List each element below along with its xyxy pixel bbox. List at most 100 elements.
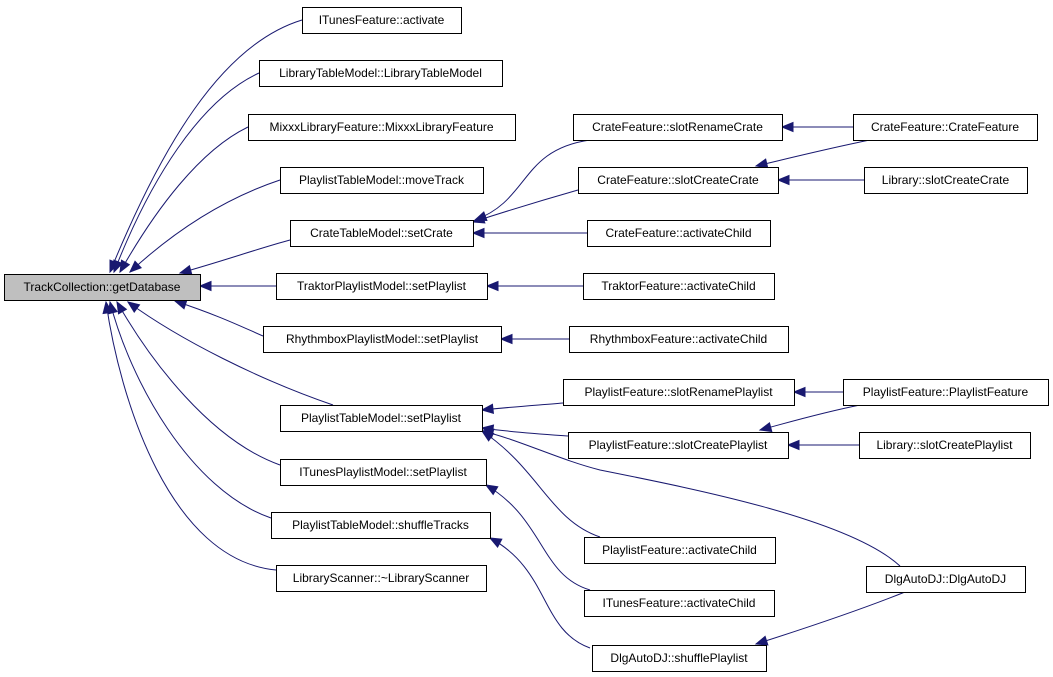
node-label: PlaylistTableModel::moveTrack — [299, 173, 465, 187]
node-box — [276, 273, 488, 300]
node-label: PlaylistFeature::slotRenamePlaylist — [584, 385, 773, 399]
node-ltmCtor[interactable]: LibraryTableModel::LibraryTableModel — [259, 60, 503, 87]
arrowhead-pfCtor-to-pfCreate — [758, 421, 773, 433]
node-box — [578, 167, 779, 194]
node-box — [263, 326, 502, 353]
node-djCtor[interactable]: DlgAutoDJ::DlgAutoDJ — [866, 566, 1026, 593]
node-box — [569, 326, 789, 353]
node-label: LibraryTableModel::LibraryTableModel — [279, 66, 482, 80]
arrowhead-ptmSetPlaylist-to-getDatabase — [126, 301, 141, 314]
node-tpmSetPlaylist[interactable]: TraktorPlaylistModel::setPlaylist — [276, 273, 488, 300]
edge-cfCtor-to-cfCreate — [755, 139, 871, 167]
node-label: CrateFeature::slotRenameCrate — [592, 120, 763, 134]
edge-ifActivateChild-to-ipmSetPlaylist — [485, 484, 591, 591]
node-box — [864, 167, 1028, 194]
node-label: PlaylistFeature::slotCreatePlaylist — [589, 438, 768, 452]
arrowhead-cfCreate-to-ctmSetCrate — [471, 213, 486, 224]
node-ifActivateChild[interactable]: ITunesFeature::activateChild — [584, 590, 775, 617]
edge-ctmSetCrate-to-getDatabase — [179, 239, 291, 274]
node-label: TraktorPlaylistModel::setPlaylist — [297, 279, 467, 293]
node-label: PlaylistTableModel::setPlaylist — [301, 411, 462, 425]
node-label: ITunesFeature::activate — [319, 13, 445, 27]
node-box — [583, 273, 775, 300]
node-itunesActivate[interactable]: ITunesFeature::activate — [302, 7, 462, 34]
node-box — [248, 114, 516, 141]
arrowhead-cfActivateChild-to-ctmSetCrate — [471, 227, 485, 239]
arrowhead-mixxxCtor-to-getDatabase — [119, 259, 131, 274]
node-label: TraktorFeature::activateChild — [601, 279, 755, 293]
node-box — [280, 405, 483, 432]
node-pfRename[interactable]: PlaylistFeature::slotRenamePlaylist — [563, 379, 795, 406]
node-label: RhythmboxPlaylistModel::setPlaylist — [286, 332, 479, 346]
node-label: LibraryScanner::~LibraryScanner — [293, 571, 469, 585]
node-cfRename[interactable]: CrateFeature::slotRenameCrate — [573, 114, 783, 141]
node-box — [302, 7, 462, 34]
edge-mixxxCtor-to-getDatabase — [119, 126, 249, 273]
node-ctmSetCrate[interactable]: CrateTableModel::setCrate — [290, 220, 474, 247]
edges-layer — [102, 19, 906, 649]
node-label: MixxxLibraryFeature::MixxxLibraryFeature — [269, 120, 493, 134]
node-scannerDtor[interactable]: LibraryScanner::~LibraryScanner — [276, 565, 487, 592]
node-djShuffle[interactable]: DlgAutoDJ::shufflePlaylist — [592, 645, 767, 672]
node-label: Library::slotCreateCrate — [882, 173, 1010, 187]
nodes-layer: TrackCollection::getDatabaseITunesFeatur… — [4, 7, 1049, 672]
node-getDatabase[interactable]: TrackCollection::getDatabase — [4, 274, 201, 301]
arrowhead-pfCtor-to-pfRename — [792, 386, 806, 398]
node-ptmMoveTrack[interactable]: PlaylistTableModel::moveTrack — [280, 167, 484, 194]
edge-djCtor-to-ptmSetPlaylist — [481, 430, 901, 567]
node-ptmSetPlaylist[interactable]: PlaylistTableModel::setPlaylist — [280, 405, 483, 432]
node-label: ITunesFeature::activateChild — [603, 596, 756, 610]
node-mixxxCtor[interactable]: MixxxLibraryFeature::MixxxLibraryFeature — [248, 114, 516, 141]
node-pfCreate[interactable]: PlaylistFeature::slotCreatePlaylist — [568, 432, 789, 459]
node-box — [290, 220, 474, 247]
arrowhead-djShuffle-to-ptmShuffle — [488, 537, 503, 549]
node-pfCtor[interactable]: PlaylistFeature::PlaylistFeature — [843, 379, 1049, 406]
node-libCreatePlaylist[interactable]: Library::slotCreatePlaylist — [859, 432, 1031, 459]
arrowhead-libCreatePlaylist-to-pfCreate — [786, 439, 800, 451]
edge-pfCtor-to-pfCreate — [759, 404, 861, 431]
arrowhead-ctmSetCrate-to-getDatabase — [178, 264, 193, 276]
node-label: PlaylistFeature::PlaylistFeature — [863, 385, 1029, 399]
node-box — [853, 114, 1038, 141]
edge-rpmSetPlaylist-to-getDatabase — [174, 300, 264, 337]
node-rfActivateChild[interactable]: RhythmboxFeature::activateChild — [569, 326, 789, 353]
node-label: DlgAutoDJ::shufflePlaylist — [610, 651, 748, 665]
node-label: CrateTableModel::setCrate — [310, 226, 453, 240]
node-libCreateCrate[interactable]: Library::slotCreateCrate — [864, 167, 1028, 194]
node-box — [563, 379, 795, 406]
node-box — [584, 590, 775, 617]
arrowhead-djCtor-to-ptmSetPlaylist — [480, 428, 495, 439]
node-box — [573, 114, 783, 141]
arrowhead-libCreateCrate-to-cfCreate — [776, 174, 790, 186]
arrowhead-ifActivateChild-to-ipmSetPlaylist — [484, 484, 499, 496]
arrowhead-ptmMoveTrack-to-getDatabase — [129, 260, 143, 273]
node-box — [587, 220, 771, 247]
node-box — [4, 274, 201, 301]
edge-djShuffle-to-ptmShuffle — [489, 537, 591, 649]
arrowhead-cfCtor-to-cfCreate — [754, 158, 769, 169]
node-label: ITunesPlaylistModel::setPlaylist — [299, 465, 467, 479]
edge-itunesActivate-to-getDatabase — [109, 19, 303, 273]
arrowhead-pfRename-to-ptmSetPlaylist — [480, 403, 494, 414]
node-cfActivateChild[interactable]: CrateFeature::activateChild — [587, 220, 771, 247]
node-ptmShuffle[interactable]: PlaylistTableModel::shuffleTracks — [271, 512, 491, 539]
node-label: RhythmboxFeature::activateChild — [590, 332, 767, 346]
node-cfCreate[interactable]: CrateFeature::slotCreateCrate — [578, 167, 779, 194]
arrowhead-rfActivateChild-to-rpmSetPlaylist — [499, 333, 513, 345]
node-label: CrateFeature::slotCreateCrate — [597, 173, 759, 187]
node-box — [843, 379, 1049, 406]
node-label: Library::slotCreatePlaylist — [876, 438, 1013, 452]
arrowhead-tpmSetPlaylist-to-getDatabase — [198, 280, 212, 292]
node-pfActivateChild[interactable]: PlaylistFeature::activateChild — [584, 537, 776, 564]
node-box — [259, 60, 503, 87]
edge-djCtor-to-djShuffle — [755, 591, 906, 645]
node-box — [592, 645, 767, 672]
node-cfCtor[interactable]: CrateFeature::CrateFeature — [853, 114, 1038, 141]
node-box — [866, 566, 1026, 593]
node-ipmSetPlaylist[interactable]: ITunesPlaylistModel::setPlaylist — [280, 459, 487, 486]
node-tfActivateChild[interactable]: TraktorFeature::activateChild — [583, 273, 775, 300]
edge-pfRename-to-ptmSetPlaylist — [481, 402, 564, 411]
node-label: PlaylistFeature::activateChild — [602, 543, 757, 557]
node-rpmSetPlaylist[interactable]: RhythmboxPlaylistModel::setPlaylist — [263, 326, 502, 353]
